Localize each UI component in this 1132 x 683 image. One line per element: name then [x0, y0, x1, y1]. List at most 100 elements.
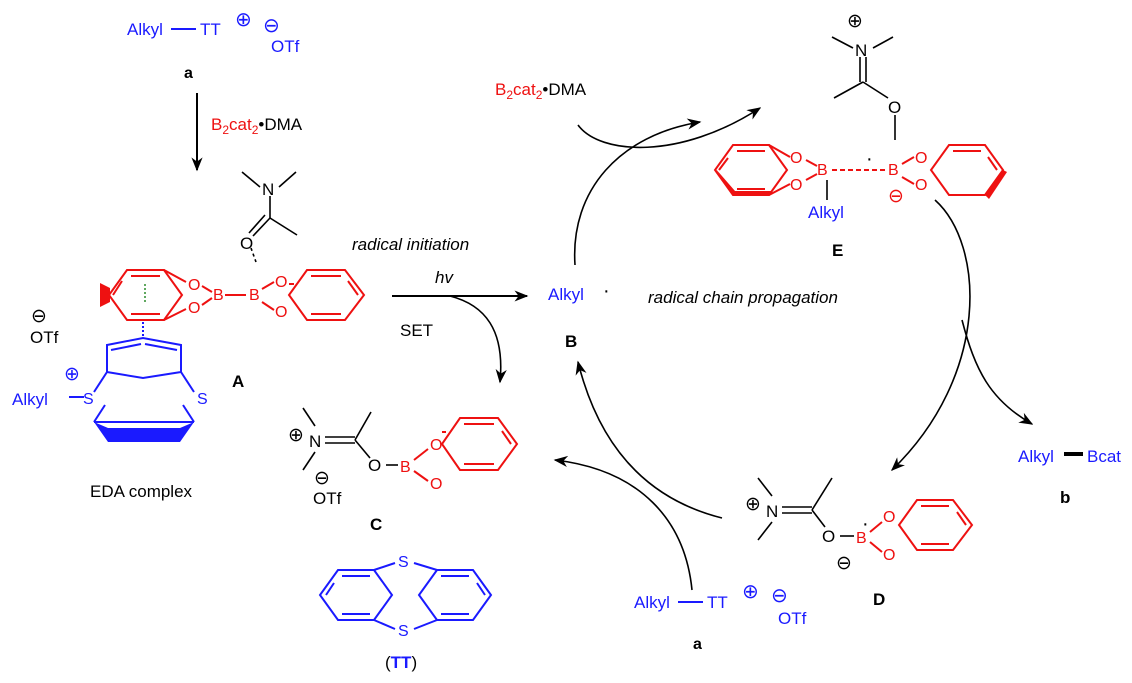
A-right-catechol — [261, 269, 366, 321]
A-o1: O — [188, 277, 200, 294]
A-dma-fragment — [241, 171, 298, 263]
reagent-arrow-label: B2cat2•DMA — [211, 115, 303, 137]
A-label: A — [232, 372, 244, 391]
D-catechol — [869, 499, 974, 553]
bottom-reagent-a: Alkyl TT ⊕ ⊖ OTf a — [634, 581, 807, 653]
D-n-atom: N — [766, 502, 778, 521]
cycle-arrow-D-to-B — [575, 360, 723, 519]
A-minus: ⊖ — [31, 306, 47, 327]
A-alkyl: Alkyl — [12, 390, 48, 409]
C-o2: O — [430, 476, 442, 493]
C-plus: ⊕ — [288, 425, 304, 446]
C-otf: OTf — [313, 489, 342, 508]
product-b-alkyl: Alkyl — [1018, 447, 1054, 466]
bottom-reagent-plus: ⊕ — [742, 581, 759, 603]
C-o1: O — [430, 437, 442, 454]
thianthrene-rings — [318, 562, 493, 630]
A-left-catechol — [100, 269, 246, 321]
A-n-atom: N — [262, 180, 274, 199]
initiation-set: SET — [400, 321, 433, 340]
E-label: E — [832, 241, 843, 260]
A-caption: EDA complex — [90, 482, 193, 501]
E-o-atom: O — [888, 98, 901, 117]
species-E: ⊕ N O O O B · B ⊖ O O — [713, 11, 1007, 260]
C-b-atom: B — [400, 459, 411, 476]
bottom-reagent-tt: TT — [707, 593, 728, 612]
product-b-bond — [1064, 452, 1083, 456]
product-b-bcat: Bcat — [1087, 447, 1121, 466]
D-b-atom: B — [856, 530, 867, 547]
A-b1: B — [213, 287, 224, 304]
cycle-arrow-B-to-E — [573, 118, 702, 266]
E-alkyl: Alkyl — [808, 203, 844, 222]
D-o1: O — [883, 509, 895, 526]
C-n-atom: N — [309, 432, 321, 451]
E-n-atom: N — [855, 41, 867, 60]
A-o4: O — [275, 304, 287, 321]
radical-B-text: Alkyl — [548, 285, 584, 304]
top-reagent-otf: OTf — [271, 37, 300, 56]
A-thianthrenium — [69, 322, 195, 442]
C-catechol — [413, 417, 519, 482]
complex-A: N O O O B B O — [12, 171, 366, 501]
E-o3: O — [915, 150, 927, 167]
D-dma-fragment — [757, 477, 854, 541]
top-reagent-tt: TT — [200, 20, 221, 39]
A-s1: S — [83, 391, 94, 408]
cycle-reagent: B2cat2•DMA — [495, 80, 587, 102]
bottom-reagent-alkyl: Alkyl — [634, 593, 670, 612]
A-o2: O — [188, 300, 200, 317]
D-o-atom: O — [822, 527, 835, 546]
thianthrene-structure: S S (TT) — [318, 554, 493, 672]
set-branch-arrow — [449, 295, 507, 384]
thianthrene-caption: (TT) — [385, 653, 417, 672]
A-plus: ⊕ — [64, 364, 80, 385]
D-o2: O — [883, 547, 895, 564]
E-b2: B — [888, 162, 899, 179]
E-right-catechol — [901, 144, 1007, 199]
thianthrene-s2: S — [398, 623, 409, 640]
E-b1: B — [817, 162, 828, 179]
E-minus: ⊖ — [888, 186, 904, 207]
svg-text:B2cat2•DMA: B2cat2•DMA — [211, 115, 303, 137]
A-o3: O — [275, 274, 287, 291]
C-o-atom: O — [368, 456, 381, 475]
top-reagent-a: Alkyl TT ⊕ ⊖ OTf a — [127, 9, 300, 82]
C-label: C — [370, 515, 382, 534]
product-b-label: b — [1060, 488, 1070, 507]
E-o4: O — [915, 177, 927, 194]
initiation-hv: hv — [435, 268, 454, 287]
species-C: ⊕ N O B O O ⊖ OTf C — [288, 407, 519, 534]
D-dot: · — [862, 513, 869, 535]
top-reagent-minus: ⊖ — [263, 15, 280, 37]
arrow-to-C — [553, 455, 693, 591]
A-o-atom: O — [240, 234, 253, 253]
D-minus: ⊖ — [836, 553, 852, 574]
top-reagent-label: a — [184, 65, 193, 82]
D-label: D — [873, 590, 885, 609]
radical-B-dot: · — [603, 280, 610, 302]
bottom-reagent-otf: OTf — [778, 609, 807, 628]
A-otf: OTf — [30, 328, 59, 347]
C-minus: ⊖ — [314, 468, 330, 489]
A-b2: B — [249, 287, 260, 304]
arrow-to-product-b — [961, 319, 1034, 425]
reagent-feed-arrow — [577, 107, 762, 149]
E-left-catechol — [713, 144, 888, 196]
E-o1: O — [790, 150, 802, 167]
bottom-reagent-minus: ⊖ — [771, 585, 788, 607]
initiation-label: radical initiation — [352, 235, 469, 254]
cycle-arrow-E-to-D — [890, 199, 971, 471]
bottom-reagent-label: a — [693, 636, 702, 653]
E-dma-fragment — [831, 36, 896, 140]
radical-B-label: B — [565, 332, 577, 351]
thianthrene-s1: S — [398, 554, 409, 571]
E-dot: · — [866, 148, 873, 170]
C-dma-fragment — [302, 407, 398, 471]
product-b: Alkyl Bcat b — [1018, 447, 1121, 507]
species-D: ⊕ N O B · ⊖ O O D — [745, 477, 974, 609]
propagation-label: radical chain propagation — [648, 288, 838, 307]
top-reagent-alkyl: Alkyl — [127, 20, 163, 39]
